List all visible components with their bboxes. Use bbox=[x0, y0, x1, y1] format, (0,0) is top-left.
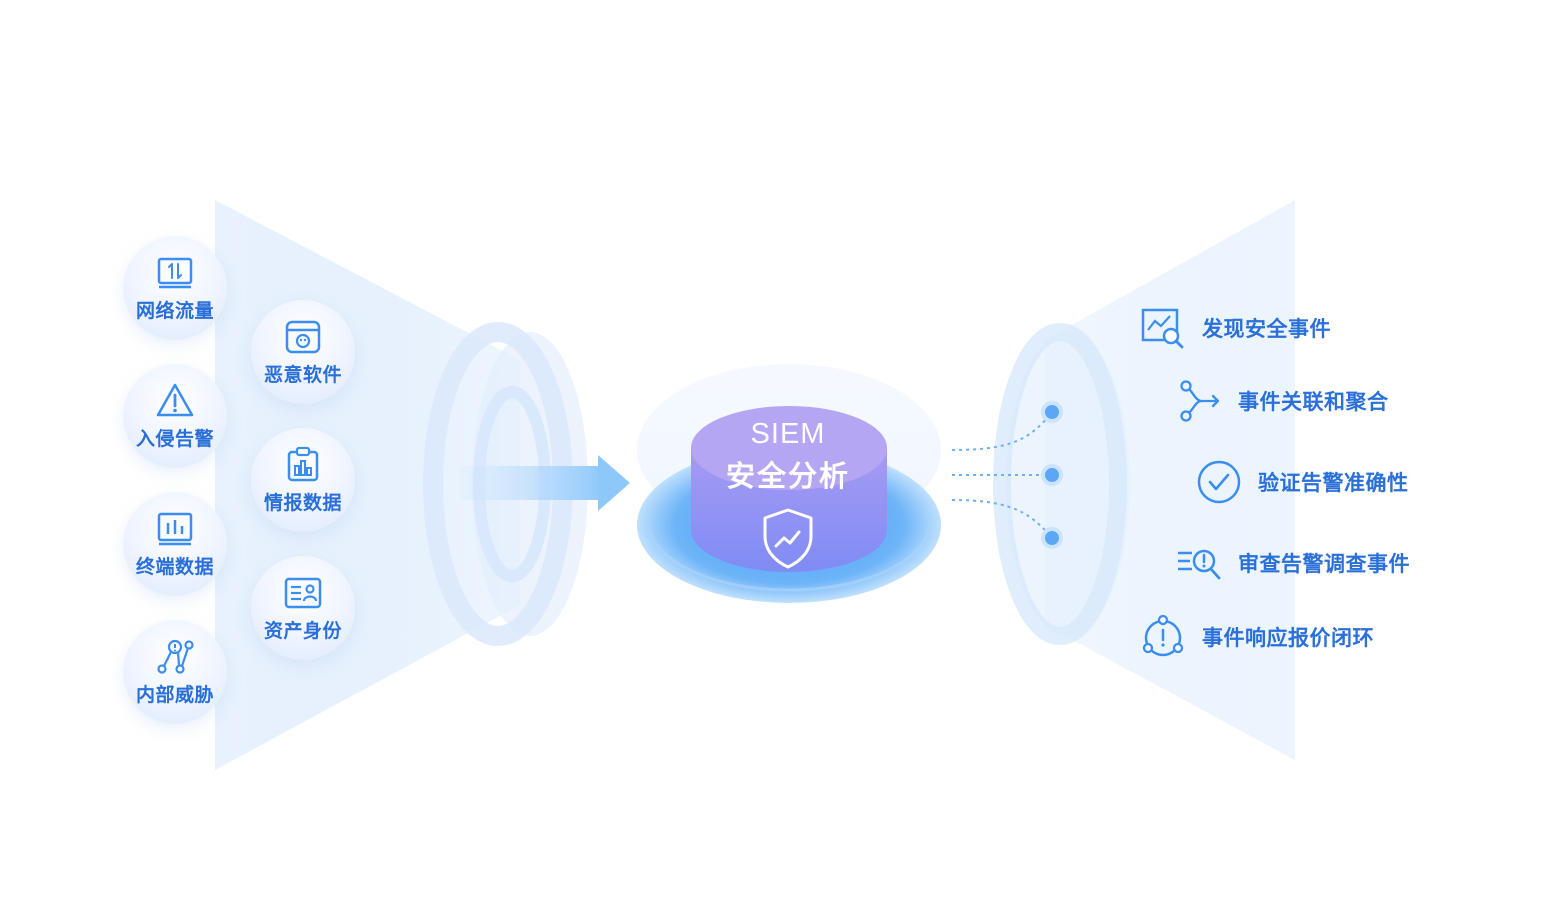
output-incident-response: 事件响应报价闭环 bbox=[1140, 614, 1374, 660]
output-discover-events: 发现安全事件 bbox=[1140, 305, 1331, 351]
connector-node bbox=[1041, 401, 1063, 423]
warning-icon bbox=[156, 383, 194, 416]
internal-threat-icon bbox=[157, 639, 194, 674]
right-lens-ring bbox=[993, 323, 1127, 645]
connector-node bbox=[1041, 527, 1063, 549]
output-verify-alerts: 验证告警准确性 bbox=[1196, 459, 1409, 505]
output-label: 事件响应报价闭环 bbox=[1202, 626, 1374, 650]
input-label: 情报数据 bbox=[263, 491, 342, 514]
input-intrusion-alert: 入侵告警 bbox=[123, 364, 227, 468]
endpoint-chart-icon bbox=[157, 512, 193, 545]
chart-search-icon bbox=[1141, 308, 1184, 349]
malware-icon bbox=[285, 320, 321, 353]
input-arrow-shaft bbox=[460, 466, 600, 500]
check-circle-icon bbox=[1197, 460, 1241, 504]
input-asset-identity: 资产身份 bbox=[251, 556, 355, 660]
input-label: 资产身份 bbox=[263, 619, 342, 642]
input-label: 网络流量 bbox=[135, 299, 214, 322]
output-label: 验证告警准确性 bbox=[1258, 471, 1409, 495]
siem-title: SIEM bbox=[750, 418, 826, 450]
output-label: 事件关联和聚合 bbox=[1238, 390, 1389, 414]
input-internal-threat: 内部威胁 bbox=[123, 620, 227, 724]
intelligence-icon bbox=[287, 446, 319, 481]
input-arrow-head bbox=[598, 455, 630, 511]
asset-id-card-icon bbox=[284, 577, 322, 608]
input-label: 内部威胁 bbox=[135, 683, 214, 706]
alert-loop-icon bbox=[1142, 614, 1184, 657]
output-label: 审查告警调查事件 bbox=[1238, 552, 1410, 576]
input-network-traffic: 网络流量 bbox=[123, 236, 227, 340]
input-label: 入侵告警 bbox=[135, 427, 214, 450]
siem-subtitle: 安全分析 bbox=[725, 459, 850, 493]
siem-cylinder-top bbox=[691, 406, 887, 490]
input-endpoint-data: 终端数据 bbox=[123, 492, 227, 596]
network-traffic-icon bbox=[157, 257, 193, 288]
input-label: 终端数据 bbox=[135, 555, 214, 578]
input-label: 恶意软件 bbox=[263, 363, 342, 386]
input-intelligence: 情报数据 bbox=[251, 428, 355, 532]
connector-node bbox=[1041, 464, 1063, 486]
list-alert-search-icon bbox=[1178, 549, 1221, 580]
right-lens bbox=[1006, 332, 1130, 636]
input-malware: 恶意软件 bbox=[251, 300, 355, 404]
shield-chart-icon bbox=[763, 508, 813, 569]
merge-arrow-icon bbox=[1180, 380, 1220, 422]
output-label: 发现安全事件 bbox=[1202, 317, 1331, 341]
output-correlate-events: 事件关联和聚合 bbox=[1176, 378, 1389, 424]
output-review-alerts: 审查告警调查事件 bbox=[1176, 540, 1410, 586]
